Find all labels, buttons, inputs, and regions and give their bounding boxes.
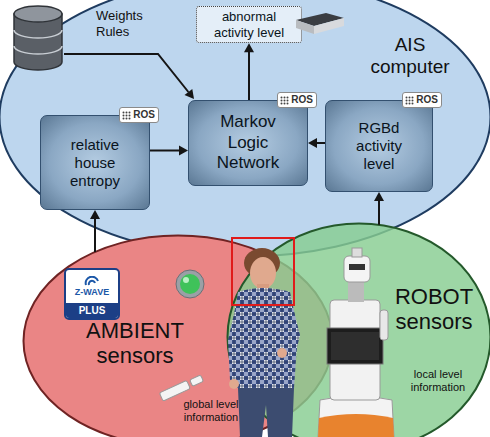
node-text: abnormal activity level xyxy=(201,9,297,40)
ros-tag: ROS xyxy=(119,107,159,123)
ros-tag: ROS xyxy=(402,92,442,108)
ros-dot xyxy=(284,102,286,104)
logo-text: PLUS xyxy=(79,305,106,316)
ros-dot xyxy=(412,99,414,101)
arrow-head xyxy=(179,146,188,156)
zwave-logo: Z-WAVE PLUS xyxy=(64,268,120,320)
text-slot: AIS computer xyxy=(355,34,465,78)
arrow-head xyxy=(308,138,317,148)
logo-text: Z-WAVE xyxy=(75,288,109,298)
text-slot: local level information xyxy=(402,368,474,393)
ros-dot xyxy=(123,111,125,113)
ros-dot xyxy=(284,99,286,101)
ros-badge: ROS xyxy=(291,95,313,105)
connector-line xyxy=(150,150,180,152)
ros-dot xyxy=(126,111,128,113)
ros-badge: ROS xyxy=(133,110,155,120)
connector-line xyxy=(94,218,96,252)
ros-dot xyxy=(412,96,414,98)
arrow-head xyxy=(90,210,100,219)
node-text: relative house entropy xyxy=(53,136,137,190)
arrow-head xyxy=(244,43,254,52)
ros-icon xyxy=(405,96,414,105)
connector-arrow xyxy=(374,192,384,225)
ros-dot xyxy=(287,102,289,104)
connector-arrow xyxy=(244,43,254,100)
label-slot: Weights Rules xyxy=(96,8,154,39)
node-text: RGBd activity level xyxy=(342,119,416,173)
ros-dot xyxy=(409,99,411,101)
system-region: AIS computer abnormal activity level relat… xyxy=(0,0,490,258)
ellipse-shape xyxy=(0,0,490,257)
zwave-swirl xyxy=(83,276,101,288)
region-title: AIS computer xyxy=(355,34,465,78)
text-slot: ROBOT sensors xyxy=(384,284,484,335)
ros-icon xyxy=(122,111,131,120)
connector-line xyxy=(248,51,250,100)
ros-dot xyxy=(126,117,128,119)
ros-dot xyxy=(284,96,286,98)
ros-dot xyxy=(281,102,283,104)
region-note: local level information xyxy=(402,368,474,393)
connector-line xyxy=(378,200,380,225)
process-box: relative house entropyROS xyxy=(40,115,150,210)
ros-badge: ROS xyxy=(416,95,438,105)
ros-dot xyxy=(123,114,125,116)
node-text: Markov Logic Network xyxy=(203,112,293,173)
ros-dot xyxy=(412,102,414,104)
ros-dot xyxy=(287,96,289,98)
output-box: abnormal activity level xyxy=(196,6,302,43)
ros-dot xyxy=(129,114,131,116)
ros-dot xyxy=(287,99,289,101)
region-note: global level information xyxy=(178,398,244,423)
text-slot: AMBIENT sensors xyxy=(65,318,205,369)
ros-icon xyxy=(280,96,289,105)
ros-dot xyxy=(406,102,408,104)
ros-tag: ROS xyxy=(277,92,317,108)
ros-dot xyxy=(281,96,283,98)
ros-dot xyxy=(123,117,125,119)
connector-arrow xyxy=(150,146,188,156)
zwave-strip: PLUS xyxy=(66,303,118,318)
ellipse-shape xyxy=(228,224,490,437)
ros-dot xyxy=(406,99,408,101)
process-box: RGBd activity levelROS xyxy=(325,100,433,192)
ros-dot xyxy=(129,111,131,113)
ros-dot xyxy=(129,117,131,119)
region-title: AMBIENT sensors xyxy=(65,318,205,369)
ros-dot xyxy=(281,99,283,101)
connector-arrow xyxy=(90,210,100,252)
region-title: ROBOT sensors xyxy=(384,284,484,335)
arrow-head xyxy=(374,192,384,201)
text-slot: global level information xyxy=(178,398,244,423)
process-box: Markov Logic NetworkROS xyxy=(188,100,308,186)
connector-arrow xyxy=(308,138,325,148)
zwave-mark: Z-WAVE xyxy=(66,270,118,303)
connector-line xyxy=(316,142,325,144)
ros-dot xyxy=(406,96,408,98)
ros-dot xyxy=(409,102,411,104)
ros-dot xyxy=(409,96,411,98)
ros-dot xyxy=(126,114,128,116)
edge-note: Weights Rules xyxy=(96,8,154,39)
sensor-region: ROBOT sensors local level information xyxy=(226,222,490,437)
